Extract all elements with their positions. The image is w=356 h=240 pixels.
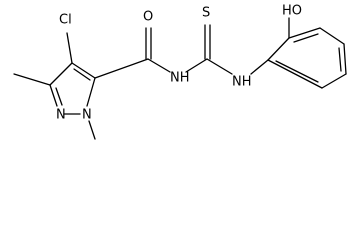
bond-ar-inner-2: [338, 47, 342, 72]
chemical-structure: Cl O S HO NH NH N N: [13, 4, 347, 140]
bond-ar-inner-1: [293, 33, 319, 43]
bond-c3-methyl: [13, 73, 51, 86]
bond-c4-c5: [71, 62, 96, 79]
bond-n1-methyl: [88, 120, 96, 140]
bond-ar1-ar2: [267, 37, 290, 61]
atom-label-amide-nh: NH: [170, 71, 190, 86]
atom-label-carbonyl-oxygen: O: [143, 10, 153, 25]
bond-nh-thiocarbonyl: [185, 58, 208, 73]
bond-c5-n1: [86, 77, 96, 107]
atom-label-aryl-nh: NH: [232, 75, 252, 90]
bond-nh-aryl: [250, 59, 269, 75]
atom-label-chlorine: Cl: [59, 13, 72, 28]
bond-c4-cl: [66, 32, 73, 64]
molecule-canvas: Cl O S HO NH NH N N: [13, 4, 347, 140]
bond-thiocarbonyl-nh: [206, 58, 233, 75]
atom-label-pyrazole-n1: N: [82, 108, 92, 123]
bond-ar-inner-3: [275, 60, 319, 83]
bond-ar5-ar6: [321, 73, 347, 89]
bond-ar6-ar1: [267, 59, 323, 89]
bond-carbonyl-nh: [147, 58, 171, 73]
bond-ar2-ar3: [288, 27, 321, 39]
bond-c4-c5-double: [73, 68, 91, 81]
atom-label-pyrazole-n2: N: [56, 108, 66, 123]
bond-n2-c3: [49, 84, 58, 107]
bond-n2-c3-double: [55, 87, 63, 106]
atom-label-sulfur: S: [202, 6, 210, 21]
atom-label-hydroxyl: HO: [282, 4, 302, 19]
bond-ar3-ar4: [319, 27, 345, 45]
bond-c5-carbonyl: [94, 58, 149, 79]
bond-ar4-ar5: [343, 43, 347, 75]
bond-c3-c4: [49, 62, 73, 86]
